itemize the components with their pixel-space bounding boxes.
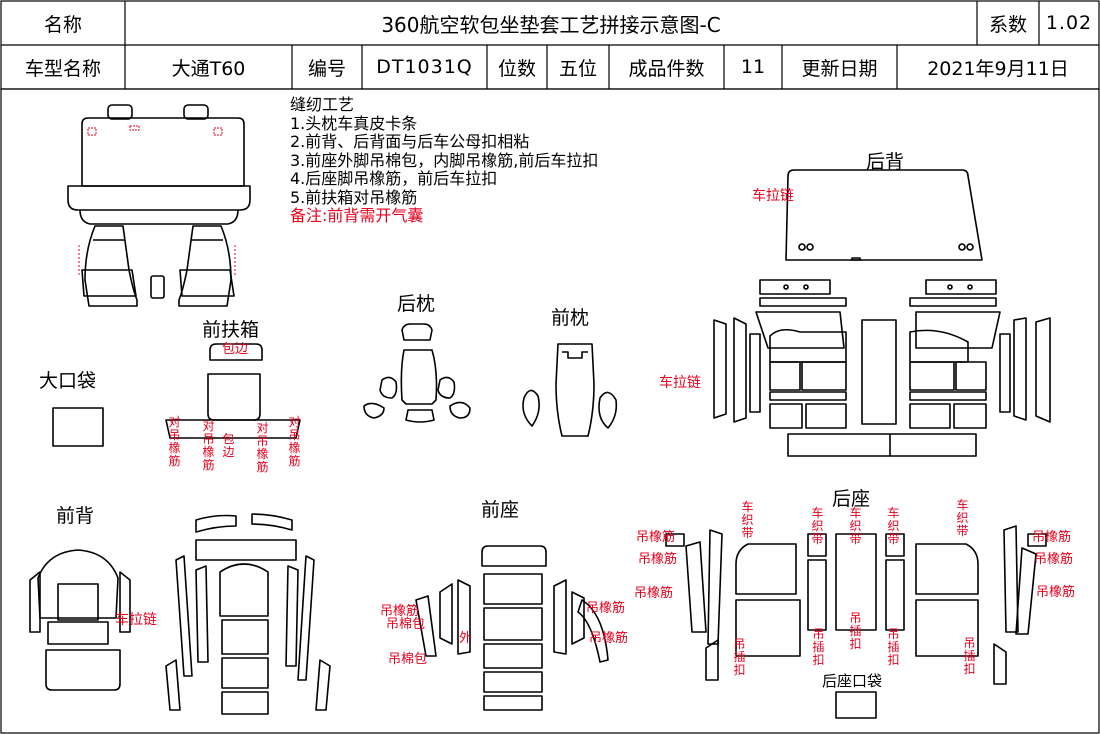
update-label: 更新日期 — [801, 57, 878, 80]
front-headrest-pieces — [522, 343, 618, 437]
label-big-pocket: 大口袋 — [39, 370, 97, 392]
notes-heading: 缝纫工艺 — [290, 95, 355, 114]
annotation-zipper-rear-side: 车拉链 — [659, 375, 701, 391]
annotation-elastic-rear-4: 吊橡筋 — [1032, 530, 1072, 545]
seat-overview-thumbnail — [67, 104, 251, 307]
annotation-edging-armrest: 包边 — [222, 342, 249, 357]
label-rear-back: 后背 — [866, 151, 905, 173]
label-front-seat: 前座 — [481, 499, 520, 521]
model-value: 大通T60 — [171, 57, 246, 80]
annotation-pair-elastic-2: 对吊橡筋 — [202, 419, 215, 472]
note-item-4: 4.后座脚吊橡筋，前后车拉扣 — [290, 169, 498, 188]
annotation-zipper-rear-back: 车拉链 — [752, 188, 794, 204]
seats-label: 位数 — [497, 57, 536, 80]
note-item-5: 5.前扶箱对吊橡筋 — [290, 187, 418, 207]
front-back-pieces — [29, 513, 331, 715]
annotation-elastic-front-2: 吊橡筋 — [586, 601, 626, 616]
front-armrest-pieces — [165, 343, 301, 439]
annotation-knit-belt-3: 车织带 — [849, 506, 862, 546]
note-item-1: 1.头枕车真皮卡条 — [290, 113, 418, 133]
pieces-label: 成品件数 — [628, 57, 705, 80]
label-front-armrest: 前扶箱 — [202, 319, 260, 341]
label-rear-seat: 后座 — [832, 488, 871, 510]
annotation-elastic-front-1: 吊橡筋 — [380, 604, 420, 619]
annotation-knit-belt-2: 车织带 — [811, 506, 824, 546]
pieces-value: 11 — [740, 56, 766, 78]
note-item-2: 2.前背、后背面与后车公母扣相粘 — [290, 132, 530, 151]
label-front-back: 前背 — [56, 505, 95, 527]
annotation-knit-belt-5: 车织带 — [956, 498, 969, 538]
annotation-plug-buckle-1: 吊插扣 — [733, 637, 746, 677]
annotation-knit-belt-4: 车织带 — [887, 506, 900, 546]
annotation-elastic-rear-1: 吊橡筋 — [636, 530, 676, 545]
note-item-3: 3.前座外脚吊棉包，内脚吊橡筋,前后车拉扣 — [290, 150, 599, 170]
annotation-elastic-rear-5: 吊橡筋 — [1034, 552, 1074, 567]
annotation-pair-elastic-4: 对吊橡筋 — [288, 415, 301, 468]
annotation-elastic-front-3: 吊橡筋 — [589, 631, 629, 646]
note-remark: 备注:前背需开气囊 — [290, 206, 424, 225]
update-value: 2021年9月11日 — [927, 57, 1069, 80]
sewing-process-notes: 缝纫工艺 1.头枕车真皮卡条 2.前背、后背面与后车公母扣相粘 3.前座外脚吊棉… — [290, 95, 599, 226]
label-rear-seat-pocket: 后座口袋 — [822, 672, 883, 690]
annotation-outer: 外 — [459, 631, 473, 646]
big-pocket-piece — [52, 407, 104, 447]
model-label: 车型名称 — [24, 57, 101, 80]
label-front-headrest: 前枕 — [551, 307, 590, 329]
annotation-plug-buckle-5: 吊插扣 — [963, 636, 976, 676]
annotation-cotton-pack-1: 吊棉包 — [386, 617, 426, 632]
annotation-plug-buckle-4: 吊插扣 — [887, 627, 900, 667]
annotation-zipper-front-back: 车拉链 — [115, 612, 157, 628]
label-rear-headrest: 后枕 — [397, 293, 436, 315]
code-label: 编号 — [307, 57, 346, 80]
rear-back-pieces — [713, 169, 1051, 457]
rear-seat-pieces — [665, 525, 1047, 719]
seats-value: 五位 — [558, 57, 597, 80]
rear-seat-pocket-piece — [835, 691, 877, 719]
page-title: 360航空软包坐垫套工艺拼接示意图-C — [381, 12, 721, 37]
annotation-knit-belt-1: 车织带 — [741, 500, 754, 540]
annotation-edging-vertical: 包边 — [222, 432, 235, 459]
annotation-pair-elastic-3: 对吊橡筋 — [256, 421, 269, 474]
rear-headrest-pieces — [363, 323, 471, 423]
annotation-elastic-rear-6: 吊橡筋 — [1036, 585, 1076, 600]
annotation-plug-buckle-2: 吊插扣 — [812, 627, 825, 667]
annotation-cotton-pack-2: 吊棉包 — [388, 652, 428, 667]
annotation-elastic-rear-3: 吊橡筋 — [634, 586, 674, 601]
name-label: 名称 — [43, 13, 82, 36]
annotation-plug-buckle-3: 吊插扣 — [849, 611, 862, 651]
annotation-elastic-rear-2: 吊橡筋 — [638, 552, 678, 567]
front-seat-pieces — [415, 545, 609, 711]
coef-value: 1.02 — [1045, 12, 1093, 34]
code-value: DT1031Q — [376, 56, 473, 78]
annotation-pair-elastic-1: 对吊橡筋 — [168, 415, 181, 468]
coef-label: 系数 — [988, 13, 1027, 36]
